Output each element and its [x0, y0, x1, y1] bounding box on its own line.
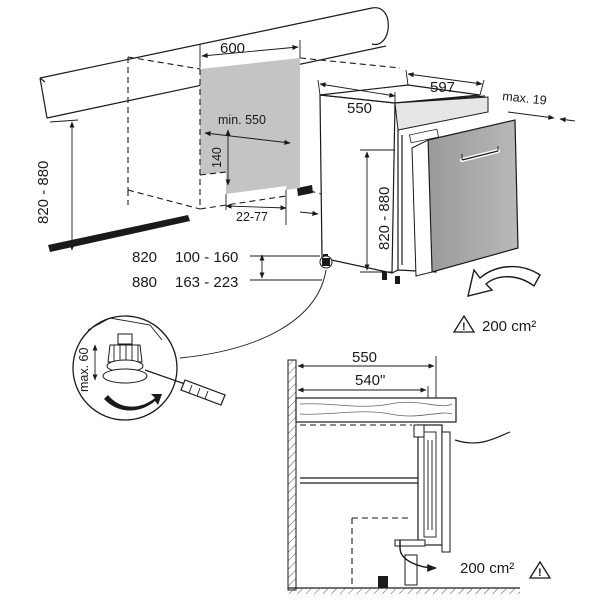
- warning-bottom-icon: !: [538, 567, 542, 579]
- dim-600: 600: [199, 40, 301, 68]
- dim-140: 140: [210, 129, 231, 186]
- plinth: [48, 185, 313, 252]
- dim-max-19: max. 19: [502, 89, 576, 123]
- warning-top: ! 200 cm²: [452, 314, 536, 335]
- warning-bottom: 200 cm² !: [460, 560, 552, 579]
- dim-min-550: min. 550: [204, 113, 291, 145]
- warning-bottom-label: 200 cm²: [460, 560, 514, 577]
- appliance-door: [411, 119, 519, 277]
- warning-top-label: 200 cm²: [482, 318, 536, 335]
- dim-22-77: 22-77: [225, 190, 287, 225]
- table-row1-height: 820: [132, 249, 157, 266]
- dim-22-77-label: 22-77: [236, 210, 268, 224]
- dim-depth-550-label: 550: [347, 100, 372, 117]
- dim-height-left: 820 - 880: [35, 119, 79, 251]
- dim-max-19-label: max. 19: [502, 89, 548, 108]
- warning-icon: !: [462, 321, 466, 333]
- foot-detail-leader: [179, 240, 333, 359]
- table-row1-range: 100 - 160: [175, 249, 238, 266]
- table-row2-range: 163 - 223: [175, 274, 238, 291]
- dim-width-597: 597: [405, 69, 485, 96]
- section-dim-540: 540": [355, 372, 385, 389]
- dim-height-right-label: 820 - 880: [376, 187, 393, 250]
- table-row2-height: 880: [132, 274, 157, 291]
- height-table: 820 100 - 160 880 163 - 223: [132, 249, 238, 291]
- appliance: [319, 84, 489, 284]
- dim-height-left-label: 820 - 880: [35, 161, 52, 224]
- dim-height-right: 820 - 880: [360, 149, 395, 273]
- dim-width-597-label: 597: [430, 79, 455, 96]
- foot-detail-circle: max. 60: [72, 315, 226, 421]
- dim-140-label: 140: [210, 147, 224, 168]
- section-dim-550: 550: [352, 349, 377, 366]
- dim-max-60-label: max. 60: [77, 347, 91, 392]
- section-view: 550 540": [287, 349, 520, 594]
- dim-600-label: 600: [220, 40, 245, 57]
- dim-depth-550: 550: [317, 79, 396, 117]
- dim-min-550-label: min. 550: [218, 113, 266, 127]
- airflow-arrow-top: [467, 265, 541, 297]
